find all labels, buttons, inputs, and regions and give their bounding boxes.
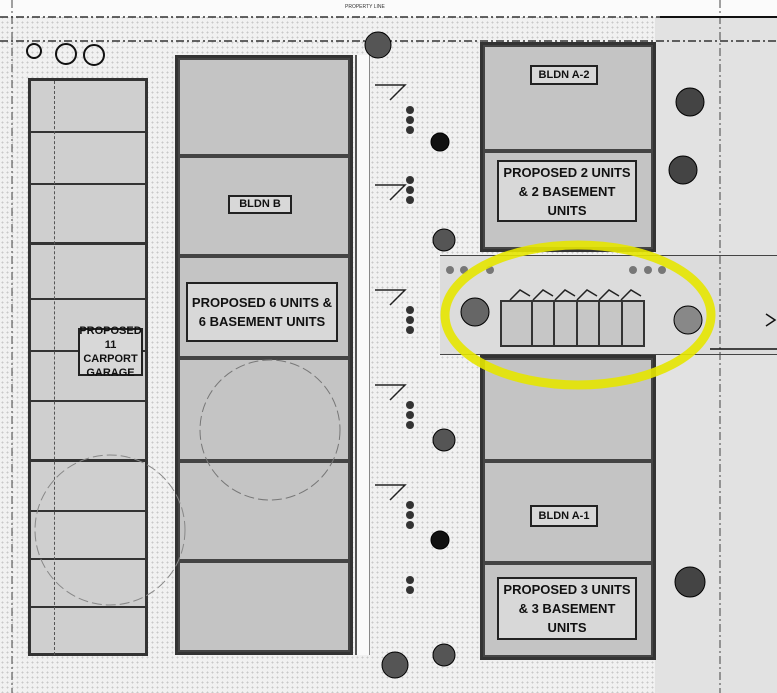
- tree-canopy-outline: [199, 359, 341, 501]
- stair-icons: [375, 84, 407, 501]
- carport-label: PROPOSED 11 CARPORT GARAGE: [78, 325, 143, 379]
- building-b-name: BLDN B: [228, 195, 292, 214]
- bin-icons: [406, 106, 666, 594]
- building-b-label: PROPOSED 6 UNITS & 6 BASEMENT UNITS: [186, 282, 338, 342]
- bike-rack-icons: [509, 289, 642, 301]
- building-b: [175, 55, 353, 655]
- tree-icons: [364, 31, 706, 679]
- offsite-area: [0, 0, 777, 17]
- bike-shelter: [500, 300, 645, 347]
- building-a1-name: BLDN A-1: [530, 505, 598, 527]
- carport-wall-line: [35, 81, 55, 655]
- building-a2-name: BLDN A-2: [530, 65, 598, 85]
- walkway: [355, 55, 370, 655]
- bollard-icons: [26, 43, 105, 66]
- building-a2-label: PROPOSED 2 UNITS & 2 BASEMENT UNITS: [497, 160, 637, 222]
- property-line-label: PROPERTY LINE: [345, 4, 385, 10]
- highlight-ellipse: [440, 240, 716, 390]
- building-a1-label: PROPOSED 3 UNITS & 3 BASEMENT UNITS: [497, 577, 637, 640]
- north-arrow-icon: [765, 313, 777, 327]
